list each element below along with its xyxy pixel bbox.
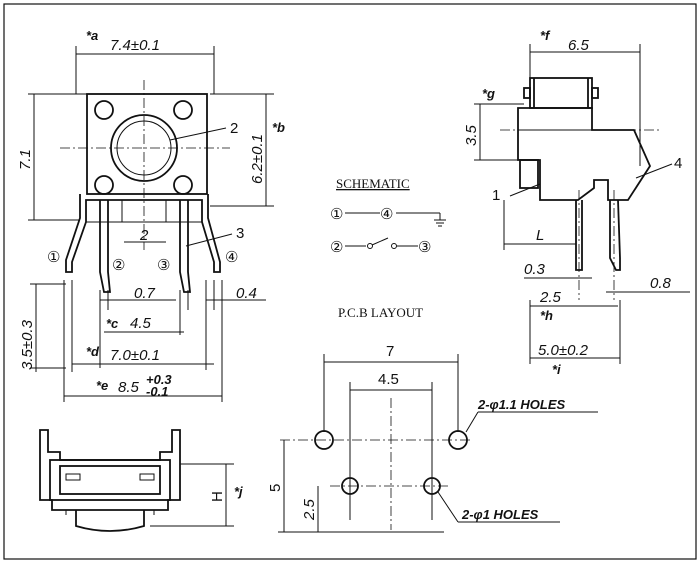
bottom-dim-H: H <box>209 491 226 502</box>
pcb-dim-7: 7 <box>386 343 394 360</box>
front-boss-tl <box>94 100 114 120</box>
dim-g-tag: *g <box>482 86 495 101</box>
pcb-hole-big-l <box>314 430 334 450</box>
front-boss-br <box>173 175 193 195</box>
side-view: *f 6.5 *g 3.5 4 1 L 0.3 2.5 *h 0.8 5.0±0… <box>463 28 690 377</box>
dim-i-value: 5.0±0.2 <box>538 342 589 359</box>
dim-e-tag: *e <box>96 378 108 393</box>
dim-2-5-side: 2.5 <box>539 289 562 306</box>
callout-2: 2 <box>230 120 238 137</box>
dim-e-value: 8.5 <box>118 379 140 396</box>
dim-a-value: 7.4±0.1 <box>110 37 160 54</box>
pcb-hole-small-l <box>341 477 359 495</box>
dim-lead: 3.5±0.3 <box>19 319 36 370</box>
dim-e-tol-up: +0.3 <box>146 372 172 387</box>
callout-3: 3 <box>236 225 244 242</box>
dim-e-tol-dn: -0.1 <box>146 384 168 399</box>
pcb-layout: P.C.B LAYOUT 7 4.5 5 2.5 2-φ1.1 HOLES 2-… <box>267 305 598 533</box>
schematic-p1: ① <box>330 206 343 223</box>
dim-d-tag: *d <box>86 344 100 359</box>
dim-i-tag: *i <box>552 362 561 377</box>
pin-2-lead <box>99 200 111 293</box>
dim-h-tag: *h <box>540 308 553 323</box>
pin-3-lead <box>179 200 191 293</box>
schematic-p4: ④ <box>380 206 393 223</box>
pcb-dim-2-5: 2.5 <box>301 498 318 521</box>
dim-c-value: 4.5 <box>130 315 152 332</box>
schematic-p3: ③ <box>418 239 431 256</box>
schematic-title: SCHEMATIC <box>336 176 410 191</box>
pcb-title: P.C.B LAYOUT <box>338 305 423 320</box>
side-body <box>517 107 652 201</box>
bottom-dim-j: *j <box>234 484 243 499</box>
callout-1: 1 <box>492 187 500 204</box>
pcb-holes-small: 2-φ1 HOLES <box>461 507 539 522</box>
pcb-dim-5: 5 <box>267 484 284 492</box>
dim-a-tag: *a <box>86 28 98 43</box>
dim-f-value: 6.5 <box>568 37 590 54</box>
dim-0-4: 0.4 <box>236 285 257 302</box>
schematic-p2: ② <box>330 239 343 256</box>
front-boss-tr <box>173 100 193 120</box>
front-leg-frame <box>65 194 221 273</box>
callout-4: 4 <box>674 155 682 172</box>
pin-2-label: ② <box>112 257 125 274</box>
pin-3-label: ③ <box>157 257 170 274</box>
bottom-body <box>39 429 181 511</box>
pcb-holes-big: 2-φ1.1 HOLES <box>477 397 566 412</box>
side-lead-r <box>609 199 621 271</box>
dim-0-7: 0.7 <box>134 285 156 302</box>
dim-c-tag: *c <box>106 316 119 331</box>
dim-L: L <box>536 227 544 244</box>
front-view: ① ② ③ ④ *a 7.4±0.1 6.2±0.1 *b 7.1 2 2 3 <box>17 28 285 402</box>
pcb-dim-4-5: 4.5 <box>378 371 399 388</box>
pin-1-label: ① <box>47 249 60 266</box>
dim-35-side: 3.5 <box>463 124 480 146</box>
pcb-hole-small-r <box>423 477 441 495</box>
pcb-hole-big-r <box>448 430 468 450</box>
dim-b-value: 6.2±0.1 <box>249 134 266 184</box>
pin-4-label: ④ <box>225 249 238 266</box>
dim-0-8: 0.8 <box>650 275 672 292</box>
front-body <box>86 93 208 195</box>
dim-2: 2 <box>139 227 149 244</box>
schematic: SCHEMATIC ① ④ ② ③ <box>330 176 446 256</box>
dim-b-tag: *b <box>272 120 285 135</box>
dim-height: 7.1 <box>17 149 34 170</box>
side-actuator <box>529 77 593 109</box>
dim-f-tag: *f <box>540 28 551 43</box>
front-boss-bl <box>94 175 114 195</box>
bottom-view: H *j <box>39 429 243 532</box>
dim-0-3: 0.3 <box>524 261 546 278</box>
drawing-border <box>3 3 697 560</box>
dim-d-value: 7.0±0.1 <box>110 347 160 364</box>
